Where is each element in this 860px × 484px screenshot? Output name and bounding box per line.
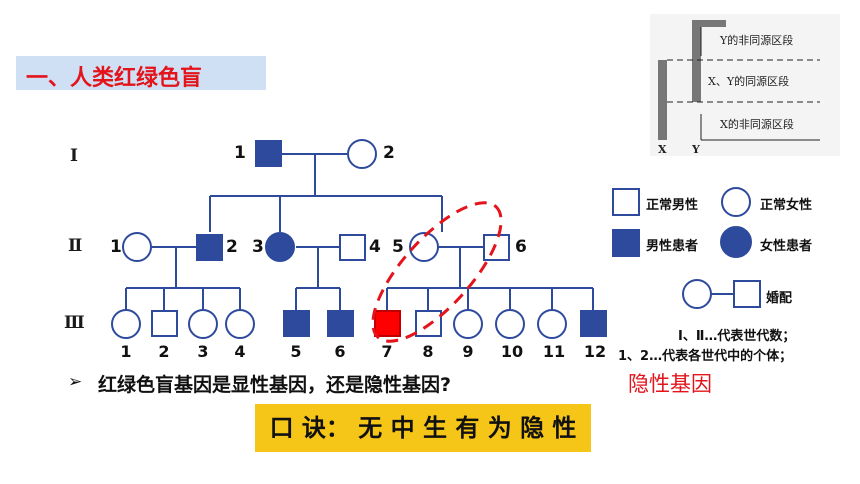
individual-II-3-affected-female bbox=[265, 232, 295, 262]
legend-normal-male-label: 正常男性 bbox=[646, 198, 699, 213]
individual-III-11-normal-female bbox=[537, 309, 567, 339]
chromosome-panel-bg bbox=[650, 14, 840, 156]
label-II-3: 3 bbox=[252, 237, 264, 257]
note-generation: Ⅰ、Ⅱ…代表世代数； bbox=[678, 329, 796, 344]
label-III-2: 2 bbox=[158, 342, 170, 361]
individual-II-4-normal-male bbox=[339, 234, 366, 261]
individual-III-1-normal-female bbox=[111, 309, 141, 339]
mnemonic-banner bbox=[255, 404, 591, 452]
individual-III-8-normal-male bbox=[415, 310, 442, 337]
label-III-5: 5 bbox=[290, 342, 302, 361]
legend-normal-female-label: 正常女性 bbox=[760, 198, 813, 213]
note-individual: 1、2…代表各世代中的个体； bbox=[618, 349, 793, 364]
individual-III-3-normal-female bbox=[188, 309, 218, 339]
individual-I-2-normal-female bbox=[347, 139, 377, 169]
legend-marriage-female-icon bbox=[682, 279, 712, 309]
label-II-2: 2 bbox=[226, 237, 238, 257]
label-III-4: 4 bbox=[234, 342, 246, 361]
label-II-5: 5 bbox=[392, 237, 404, 257]
label-III-3: 3 bbox=[197, 342, 209, 361]
legend-marriage-label: 婚配 bbox=[766, 291, 793, 306]
individual-III-4-normal-female bbox=[225, 309, 255, 339]
legend-affected-male-label: 男性患者 bbox=[646, 239, 699, 254]
label-x: X bbox=[658, 143, 667, 156]
individual-III-2-normal-male bbox=[151, 310, 178, 337]
individual-III-10-normal-female bbox=[495, 309, 525, 339]
legend-affected-male-icon bbox=[612, 229, 640, 257]
title-banner bbox=[16, 56, 266, 90]
label-xy-homologous: X、Y的同源区段 bbox=[708, 74, 789, 88]
individual-III-9-normal-female bbox=[453, 309, 483, 339]
label-II-1: 1 bbox=[110, 237, 122, 257]
label-III-1: 1 bbox=[120, 342, 132, 361]
answer-text: 隐性基因 bbox=[628, 372, 712, 396]
label-III-8: 8 bbox=[422, 342, 434, 361]
label-III-7: 7 bbox=[381, 342, 393, 361]
legend-affected-female-icon bbox=[720, 226, 752, 258]
highlight-dashed-ellipse bbox=[371, 201, 503, 343]
label-y-nonhomologous: Y的非同源区段 bbox=[719, 33, 793, 47]
individual-III-5-affected-male bbox=[283, 310, 310, 337]
individual-III-7-affected-male-highlighted bbox=[374, 310, 401, 337]
individual-II-1-normal-female bbox=[122, 232, 152, 262]
pedigree-lines bbox=[125, 153, 594, 310]
legend-normal-male-icon bbox=[612, 188, 640, 216]
label-I-1: 1 bbox=[234, 143, 246, 163]
y-chromosome-cap bbox=[692, 20, 726, 27]
mnemonic-text: 口 诀： 无 中 生 有 为 隐 性 bbox=[269, 414, 577, 442]
x-chromosome bbox=[658, 60, 667, 140]
label-I-2: 2 bbox=[383, 143, 395, 163]
individual-II-6-normal-male bbox=[483, 234, 510, 261]
label-II-4: 4 bbox=[369, 237, 381, 257]
individual-II-5-normal-female bbox=[409, 232, 439, 262]
legend-marriage-male-icon bbox=[733, 280, 761, 308]
page-title: 一、人类红绿色盲 bbox=[26, 66, 203, 91]
label-III-11: 11 bbox=[542, 342, 566, 361]
xy-chromosome-diagram: Y的非同源区段 X、Y的同源区段 X的非同源区段 X Y bbox=[650, 14, 840, 156]
question-text: 红绿色盲基因是显性基因，还是隐性基因? bbox=[98, 374, 452, 396]
label-III-9: 9 bbox=[462, 342, 474, 361]
legend-affected-female-label: 女性患者 bbox=[760, 239, 813, 254]
individual-III-6-affected-male bbox=[327, 310, 354, 337]
individual-III-12-affected-male bbox=[580, 310, 607, 337]
label-II-6: 6 bbox=[515, 237, 527, 257]
question-arrow-icon: ➢ bbox=[68, 372, 83, 392]
label-x-nonhomologous: X的非同源区段 bbox=[720, 117, 794, 131]
generation-label-2: Ⅱ bbox=[68, 236, 83, 256]
label-III-10: 10 bbox=[500, 342, 524, 361]
generation-label-3: Ⅲ bbox=[64, 313, 85, 333]
y-chromosome bbox=[692, 20, 701, 102]
individual-I-1-affected-male bbox=[255, 140, 282, 167]
generation-label-1: Ⅰ bbox=[70, 146, 78, 166]
label-y: Y bbox=[691, 143, 700, 156]
label-III-12: 12 bbox=[583, 342, 607, 361]
label-III-6: 6 bbox=[334, 342, 346, 361]
individual-II-2-affected-male bbox=[196, 234, 223, 261]
legend-normal-female-icon bbox=[721, 187, 751, 217]
legend-symbols bbox=[612, 187, 761, 309]
